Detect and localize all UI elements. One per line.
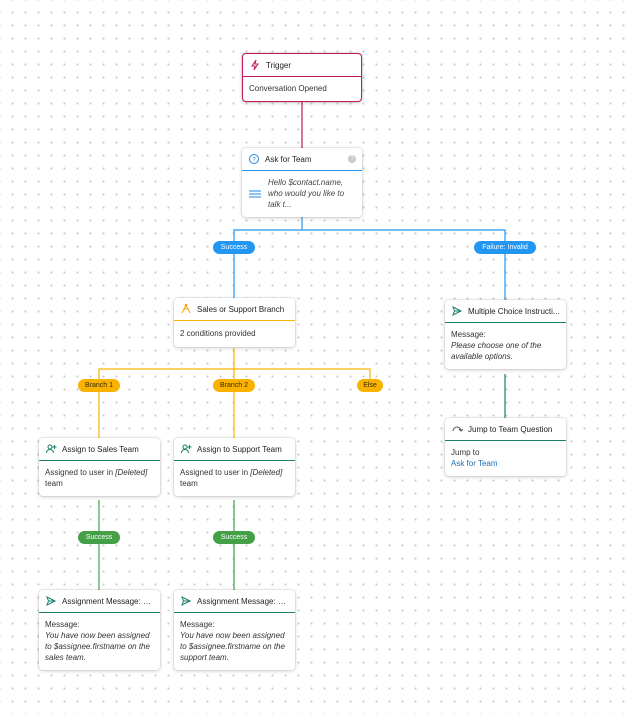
jump-icon	[452, 426, 463, 432]
multiple-choice-header: Multiple Choice Instructi...	[445, 300, 566, 323]
branch-icon	[181, 303, 191, 314]
branch-title: Sales or Support Branch	[197, 304, 285, 314]
branch-node[interactable]: Sales or Support Branch 2 conditions pro…	[174, 298, 295, 347]
assign-support-prefix: Assigned to user in	[180, 468, 251, 477]
message-support-text: You have now been assigned to $assignee.…	[180, 631, 285, 662]
message-sales-label: Message:	[45, 620, 80, 629]
person-add-icon	[181, 444, 192, 454]
jump-target-link[interactable]: Ask for Team	[451, 459, 498, 468]
ask-team-title: Ask for Team	[265, 154, 312, 164]
send-icon	[46, 595, 57, 607]
edge-ask-split	[233, 210, 506, 300]
assign-sales-body: Assigned to user in [Deleted] team	[39, 461, 160, 496]
edge-branch-split	[98, 348, 371, 438]
message-support-body: Message: You have now been assigned to $…	[174, 613, 295, 670]
assign-support-title: Assign to Support Team	[197, 444, 282, 454]
trigger-body: Conversation Opened	[249, 84, 327, 93]
message-support-label: Message:	[180, 620, 215, 629]
message-support-header: Assignment Message: S...	[174, 590, 295, 613]
assign-sales-header: Assign to Sales Team	[39, 438, 160, 461]
message-sales-header: Assignment Message: S...	[39, 590, 160, 613]
jump-label: Jump to	[451, 448, 480, 457]
assign-support-node[interactable]: Assign to Support Team Assigned to user …	[174, 438, 295, 496]
svg-text:?: ?	[252, 157, 256, 163]
success-sales-pill[interactable]: Success	[78, 531, 120, 544]
multiple-choice-node[interactable]: Multiple Choice Instructi... Message: Pl…	[445, 300, 566, 369]
message-sales-node[interactable]: Assignment Message: S... Message: You ha…	[39, 590, 160, 670]
branch-1-pill[interactable]: Branch 1	[78, 379, 120, 392]
jump-body: Jump to Ask for Team	[445, 441, 566, 476]
list-icon	[249, 190, 261, 197]
ask-team-body: Hello $contact.name, who would you like …	[242, 171, 362, 217]
branch-2-pill[interactable]: Branch 2	[213, 379, 255, 392]
message-support-node[interactable]: Assignment Message: S... Message: You ha…	[174, 590, 295, 670]
success-pill[interactable]: Success	[213, 241, 255, 254]
send-icon	[181, 595, 192, 607]
assign-sales-prefix: Assigned to user in	[45, 468, 116, 477]
ask-team-header: ? Ask for Team ?	[242, 148, 362, 171]
info-icon[interactable]: ?	[348, 155, 356, 163]
trigger-node[interactable]: Trigger Conversation Opened	[242, 53, 362, 102]
message-sales-text: You have now been assigned to $assignee.…	[45, 631, 150, 662]
multiple-choice-label: Message:	[451, 330, 486, 339]
assign-support-suffix: team	[180, 479, 198, 488]
ask-team-text: Hello $contact.name, who would you like …	[268, 178, 345, 209]
success-support-pill[interactable]: Success	[213, 531, 255, 544]
ask-team-node[interactable]: ? Ask for Team ? Hello $contact.name, wh…	[242, 148, 362, 217]
assign-sales-title: Assign to Sales Team	[62, 444, 139, 454]
person-add-icon	[46, 444, 57, 454]
lightning-icon	[251, 59, 259, 71]
jump-node[interactable]: Jump to Team Question Jump to Ask for Te…	[445, 418, 566, 476]
assign-support-body: Assigned to user in [Deleted] team	[174, 461, 295, 496]
failure-invalid-pill[interactable]: Failure: Invalid	[474, 241, 536, 254]
multiple-choice-title: Multiple Choice Instructi...	[468, 306, 560, 316]
message-support-title: Assignment Message: S...	[197, 596, 289, 606]
branch-header: Sales or Support Branch	[174, 298, 295, 321]
assign-support-deleted: [Deleted]	[250, 468, 283, 477]
trigger-header: Trigger	[243, 54, 361, 77]
else-pill[interactable]: Else	[357, 379, 383, 392]
assign-sales-node[interactable]: Assign to Sales Team Assigned to user in…	[39, 438, 160, 496]
assign-sales-deleted: [Deleted]	[115, 468, 148, 477]
branch-body: 2 conditions provided	[180, 329, 256, 338]
assign-support-header: Assign to Support Team	[174, 438, 295, 461]
jump-title: Jump to Team Question	[468, 424, 553, 434]
send-icon	[452, 305, 463, 317]
message-sales-title: Assignment Message: S...	[62, 596, 154, 606]
message-sales-body: Message: You have now been assigned to $…	[39, 613, 160, 670]
question-circle-icon: ?	[249, 154, 259, 164]
trigger-title: Trigger	[266, 60, 292, 70]
assign-sales-suffix: team	[45, 479, 63, 488]
multiple-choice-body: Message: Please choose one of the availa…	[445, 323, 566, 369]
multiple-choice-text: Please choose one of the available optio…	[451, 341, 542, 361]
jump-header: Jump to Team Question	[445, 418, 566, 441]
